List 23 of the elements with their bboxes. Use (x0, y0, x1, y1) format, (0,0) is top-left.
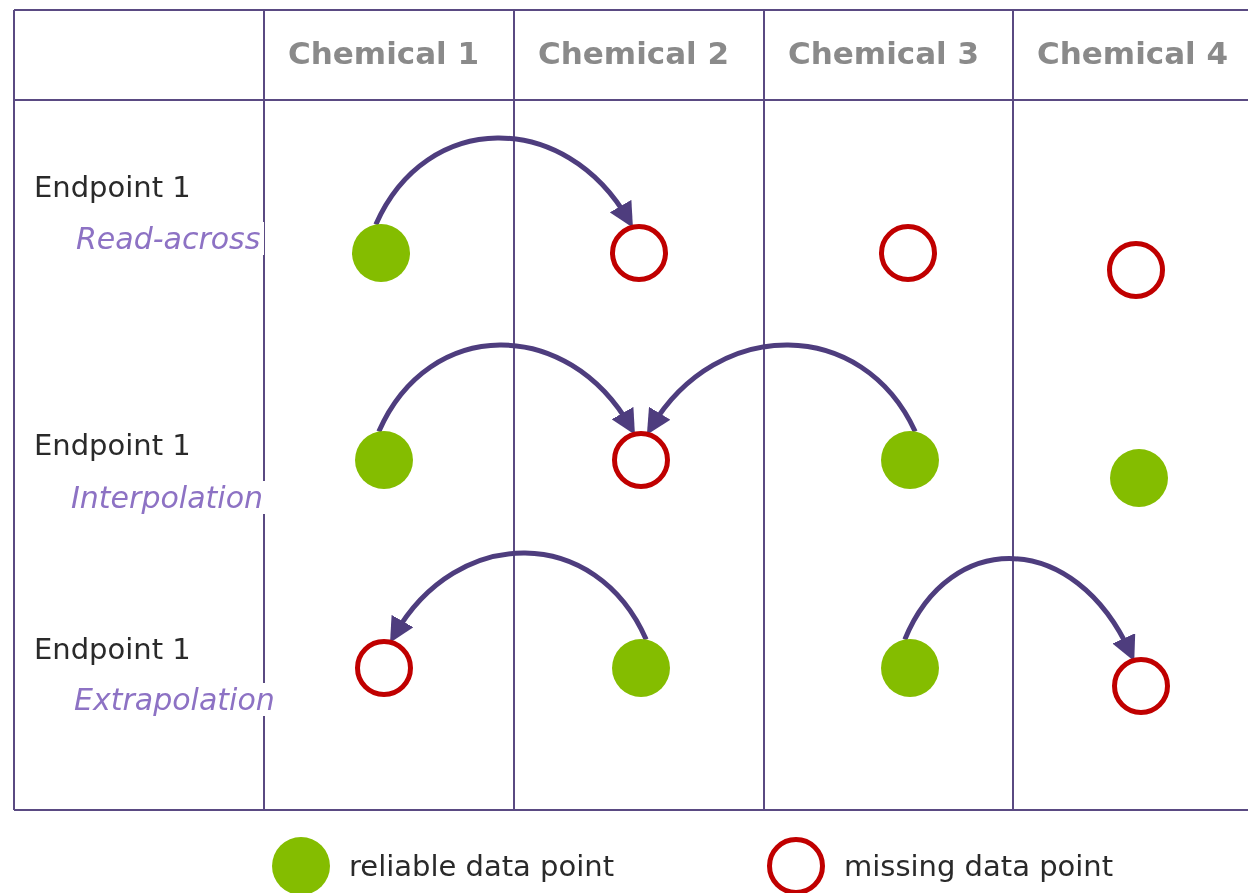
filled-circle (881, 431, 939, 489)
column-header: Chemical 3 (788, 36, 980, 71)
legend-label: missing data point (844, 851, 1114, 883)
filled-circle (352, 224, 410, 282)
hollow-circle (610, 224, 668, 282)
hollow-circle (1107, 241, 1165, 299)
legend-label: reliable data point (349, 851, 615, 883)
hollow-circle (1112, 657, 1170, 715)
curved-arrow (902, 556, 1135, 661)
curved-arrow (646, 342, 918, 435)
filled-circle (881, 639, 939, 697)
column-header: Chemical 4 (1037, 36, 1229, 71)
hollow-circle (612, 431, 670, 489)
curved-arrow (376, 342, 636, 435)
filled-circle (1110, 449, 1168, 507)
curved-arrow (389, 550, 649, 643)
curved-arrow (373, 135, 634, 228)
hollow-circle (879, 224, 937, 282)
column-header: Chemical 2 (538, 36, 730, 71)
filled-circle (612, 639, 670, 697)
hollow-circle (355, 639, 413, 697)
filled-circle (355, 431, 413, 489)
column-header: Chemical 1 (288, 36, 480, 71)
